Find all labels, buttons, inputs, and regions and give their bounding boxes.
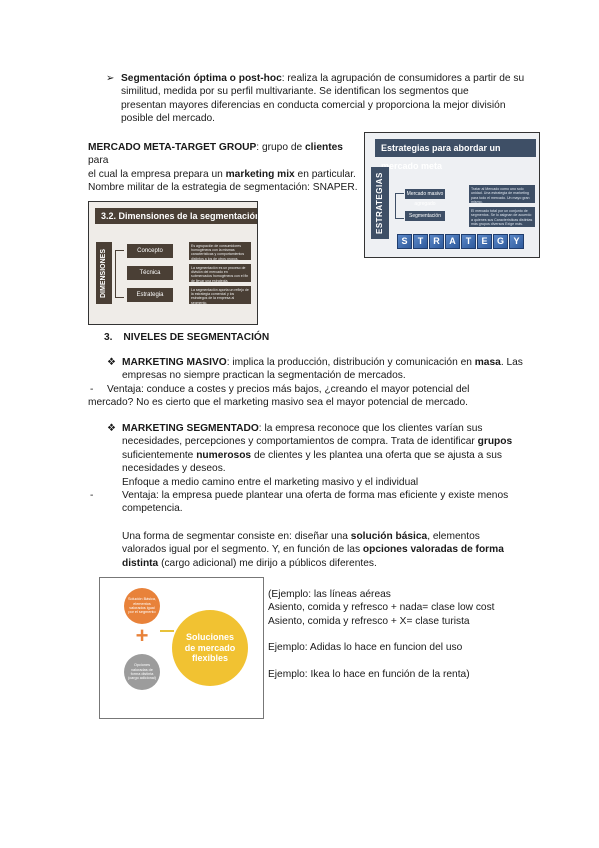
opciones-circle: Opciones valoradas de forma distinta (ca… — [124, 654, 160, 690]
ejemplo-ikea: Ejemplo: Ikea lo hace en función de la r… — [268, 668, 470, 680]
mercado-masivo-box: Mercado masivo agregado — [405, 189, 445, 207]
estrategia-desc: La segmentación aporta un reflejo de la … — [189, 286, 251, 304]
meta-text-2: para — [88, 155, 109, 167]
segmentado-line-2: necesidades, percepciones y comportamien… — [122, 436, 478, 448]
dimensiones-side-label: DIMENSIONES — [96, 242, 112, 304]
segmentado-text-1: : la empresa reconoce que los clientes v… — [258, 423, 483, 434]
soluciones-flexibles-text: Soluciones de mercado flexibles — [184, 632, 236, 664]
meta-mix: marketing mix — [225, 168, 295, 180]
segmentado-line-6: Ventaja: la empresa puede plantear una o… — [122, 490, 509, 502]
marketing-masivo-block: ❖ MARKETING MASIVO: implica la producció… — [88, 356, 528, 410]
forma-line-2a: valorados igual por el segmento. Y, en f… — [122, 544, 363, 556]
concepto-box: Concepto — [127, 244, 173, 258]
mercado-meta-paragraph: MERCADO META-TARGET GROUP: grupo de clie… — [88, 141, 358, 181]
diamond-bullet-icon-2: ❖ — [107, 423, 117, 434]
tecnica-box: Técnica — [127, 266, 173, 280]
segmentado-line-3a: suficientemente — [122, 449, 197, 461]
masivo-line-4: mercado? No es cierto que el marketing m… — [88, 397, 468, 409]
forma-opciones: opciones valoradas de forma — [362, 544, 504, 556]
estrategias-title: Estrategias para abordar un mercado meta — [375, 139, 536, 171]
dimensiones-figure: 3.2. Dimensiones de la segmentación DIME… — [88, 201, 258, 325]
segmentado-line-4: necesidades y deseos. — [122, 463, 226, 475]
mercado-meta-title: MERCADO META-TARGET GROUP — [88, 142, 257, 153]
forma-distinta: distinta — [122, 557, 159, 569]
dimensiones-title: 3.2. Dimensiones de la segmentación — [95, 208, 257, 224]
post-hoc-line-4: posible del mercado. — [121, 113, 216, 125]
masivo-dash: - — [90, 383, 94, 395]
estrategia-box: Estrategia — [127, 288, 173, 302]
ejemplo-adidas: Ejemplo: Adidas lo hace en funcion del u… — [268, 642, 463, 654]
post-hoc-line-2: similitud, medida por su perfil multivar… — [121, 86, 469, 98]
meta-clientes: clientes — [305, 142, 343, 153]
ejemplo-low-cost: Asiento, comida y refresco + nada= clase… — [268, 602, 495, 614]
segmentacion-box: Segmentación — [405, 211, 445, 221]
segmentado-line-3b: de clientes y les plantea una oferta que… — [251, 449, 502, 461]
dimensiones-connector — [115, 250, 124, 298]
arrow-bullet-icon: ➢ — [106, 73, 115, 84]
cube-e: E — [477, 234, 492, 249]
segmentado-grupos: grupos — [477, 436, 513, 448]
estrategias-side-label: ESTRATEGIAS — [371, 167, 389, 239]
cube-r: R — [429, 234, 444, 249]
segmentado-numerosos: numerosos — [196, 449, 252, 461]
opciones-text: Opciones valoradas de forma distinta (ca… — [127, 663, 157, 681]
tecnica-desc: La segmentación es un proceso de divisió… — [189, 264, 251, 282]
ejemplo-aereas: (Ejemplo: las líneas aéreas — [268, 589, 391, 600]
bullet-post-hoc: ➢ Segmentación óptima o post-hoc: realiz… — [106, 72, 528, 126]
masivo-title: MARKETING MASIVO — [122, 357, 227, 368]
ejemplo-turista: Asiento, comida y refresco + X= clase tu… — [268, 615, 470, 627]
post-hoc-line-3: presentan mayores diferencias en conduct… — [121, 99, 506, 111]
meta-text-1: : grupo de — [256, 142, 305, 153]
forma-segmentar-paragraph: Una forma de segmentar consiste en: dise… — [122, 530, 532, 570]
meta-line2b: en particular. — [294, 168, 356, 180]
post-hoc-line-1: : realiza la agrupación de consumidores … — [281, 73, 525, 84]
meta-line2a: el cual la empresa prepara un — [88, 168, 226, 180]
cube-t2: T — [461, 234, 476, 249]
segmentado-line-7: competencia. — [122, 503, 183, 515]
ejemplos-block: (Ejemplo: las líneas aéreas Asiento, com… — [268, 588, 538, 681]
forma-line-1a: Una forma de segmentar consiste en: dise… — [122, 531, 351, 542]
segmentacion-desc: El mercado total por un conjunto de segm… — [469, 207, 535, 227]
section-3-heading: 3. NIVELES DE SEGMENTACIÓN — [104, 331, 269, 344]
section-3-number: 3. — [104, 332, 113, 343]
marketing-segmentado-block: ❖ MARKETING SEGMENTADO: la empresa recon… — [88, 422, 528, 516]
masivo-line-2: empresas no siempre practican la segment… — [122, 370, 406, 382]
masivo-masa: masa — [474, 357, 501, 368]
cube-t: T — [413, 234, 428, 249]
concepto-desc: Es agrupación de consumidores homogéneos… — [189, 242, 251, 260]
arrow-connector — [160, 630, 174, 646]
cube-s: S — [397, 234, 412, 249]
segmentado-dash: - — [90, 490, 94, 502]
forma-solucion: solución básica — [350, 531, 428, 542]
masivo-line-3: Ventaja: conduce a costes y precios más … — [107, 383, 470, 395]
solucion-basica-circle: Solución Básica, elementos valorados igu… — [124, 588, 160, 624]
cube-g: G — [493, 234, 508, 249]
estrategias-figure: Estrategias para abordar un mercado meta… — [364, 132, 540, 258]
segmentado-line-5: Enfoque a medio camino entre el marketin… — [122, 476, 419, 488]
masivo-text-1: : implica la producción, distribución y … — [226, 357, 475, 368]
solucion-basica-text: Solución Básica, elementos valorados igu… — [127, 597, 157, 615]
connector-line — [395, 193, 404, 219]
soluciones-flexibles-circle: Soluciones de mercado flexibles — [172, 610, 248, 686]
diamond-bullet-icon: ❖ — [107, 357, 117, 368]
strategy-cubes: S T R A T E G Y — [397, 234, 527, 250]
segmentado-title: MARKETING SEGMENTADO — [122, 423, 259, 434]
cube-a: A — [445, 234, 460, 249]
soluciones-figure: Solución Básica, elementos valorados igu… — [99, 577, 264, 719]
plus-icon: + — [135, 623, 149, 648]
post-hoc-title: Segmentación óptima o post-hoc — [121, 73, 282, 84]
forma-line-1b: , elementos — [427, 531, 480, 542]
masivo-desc: Tratar al Mercado como uno solo unidad. … — [469, 185, 535, 203]
section-3-title: NIVELES DE SEGMENTACIÓN — [123, 332, 270, 343]
masivo-text-2: . Las — [500, 357, 523, 368]
forma-line-3b: (cargo adicional) me dirijo a públicos d… — [158, 557, 377, 569]
cube-y: Y — [509, 234, 524, 249]
snaper-line: Nombre militar de la estrategia de segme… — [88, 182, 358, 193]
